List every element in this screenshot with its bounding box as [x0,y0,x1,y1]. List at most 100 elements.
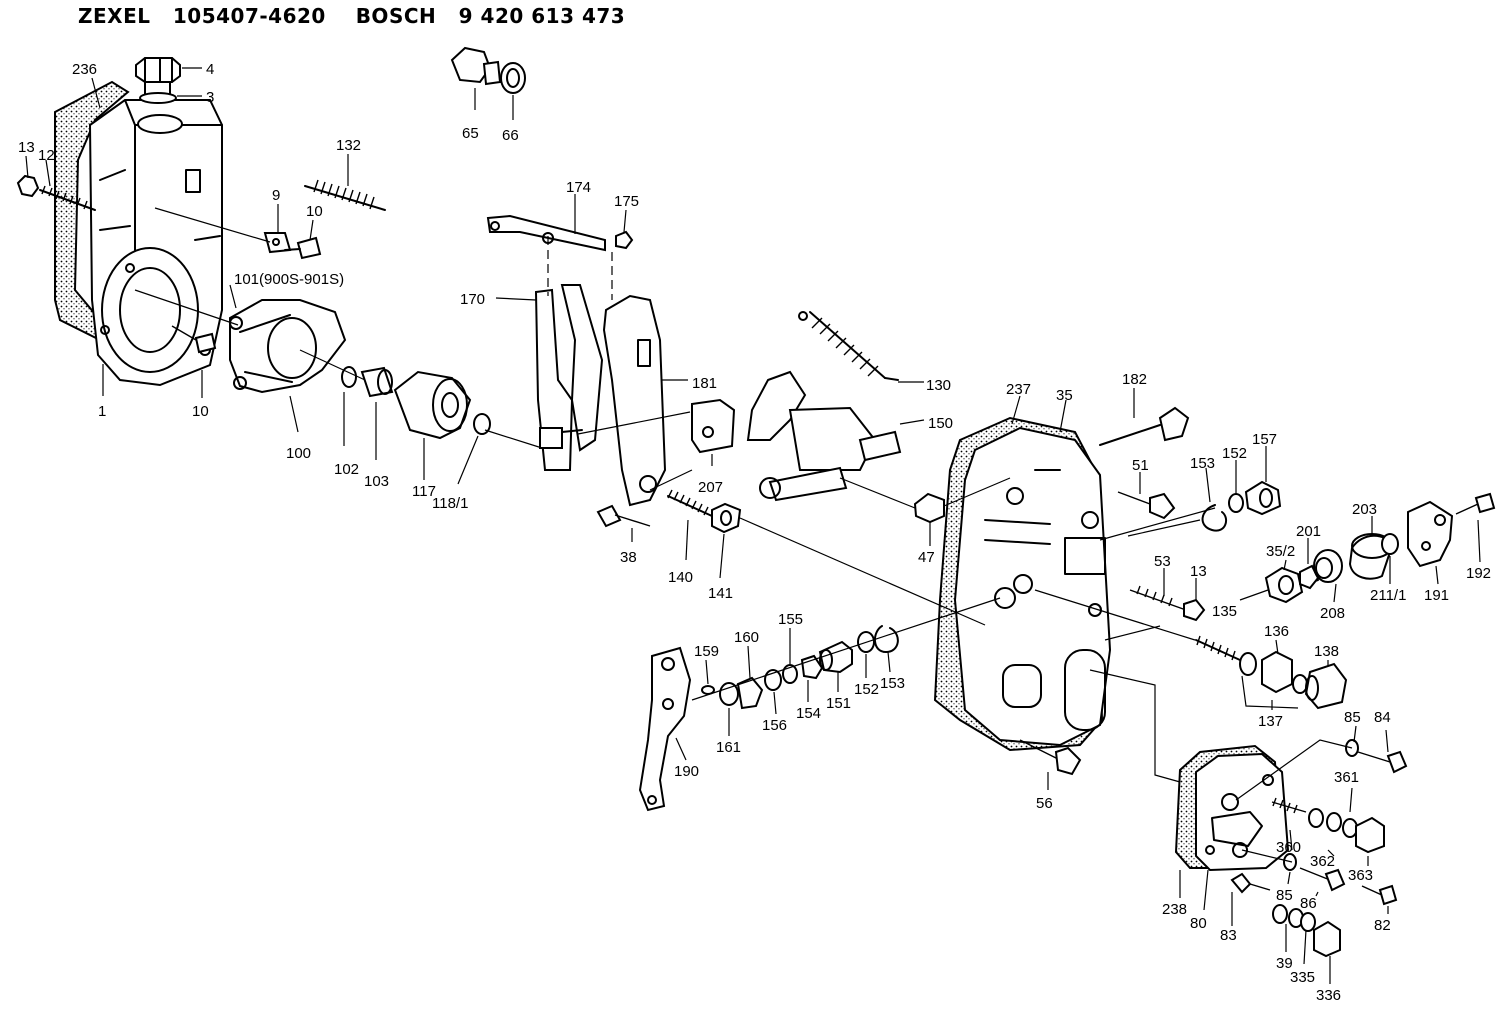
label-10-top: 10 [306,203,323,220]
lever-shaft-150 [746,370,902,502]
label-153-top: 153 [1190,455,1215,472]
label-leaders [25,67,1481,984]
label-236: 236 [72,61,97,78]
label-38: 38 [620,549,637,566]
nut-136 [1239,650,1308,694]
label-363: 363 [1348,867,1373,884]
lever-181 [602,294,667,507]
label-66: 66 [502,127,519,144]
clip-153-top [1201,504,1228,532]
washer-39 [1272,904,1288,924]
label-84: 84 [1374,709,1391,726]
nut-65 [450,46,502,86]
label-160: 160 [734,629,759,646]
washer-3 [139,92,177,104]
washer-66 [500,62,526,94]
label-203: 203 [1352,501,1377,518]
label-13-right: 13 [1190,563,1207,580]
washer-102 [341,366,357,388]
label-80: 80 [1190,915,1207,932]
plug-4 [135,57,181,96]
label-154: 154 [796,705,821,722]
label-137: 137 [1258,713,1283,730]
label-35: 35 [1056,387,1073,404]
bolt-47 [913,477,1011,524]
label-211-1: 211/1 [1370,587,1406,604]
label-53: 53 [1154,553,1171,570]
label-118-1: 118/1 [432,495,468,512]
label-132: 132 [336,137,361,154]
cap-157 [1244,480,1282,516]
label-141: 141 [708,585,733,602]
label-182: 182 [1122,371,1147,388]
bolt-82 [1361,884,1398,906]
label-170: 170 [460,291,485,308]
label-102: 102 [334,461,359,478]
block-207 [691,398,736,454]
label-361: 361 [1334,769,1359,786]
label-56: 56 [1036,795,1053,812]
label-103: 103 [364,473,389,490]
washer-335 [1288,908,1316,932]
label-207: 207 [698,479,723,496]
cap-336 [1313,920,1341,958]
washer-362 [1308,808,1358,838]
bush-160 [736,676,764,710]
label-35-2: 35/2 [1266,543,1295,560]
diagram-header-title: ZEXEL 105407-4620 BOSCH 9 420 613 473 [78,4,626,28]
nut-141 [711,502,742,534]
adjusting-screw-135 [1195,635,1241,661]
label-238: 238 [1162,901,1187,918]
label-336: 336 [1316,987,1341,1004]
ring-152-top [1228,493,1244,513]
label-10-housing: 10 [192,403,209,420]
label-86: 86 [1300,895,1317,912]
label-47: 47 [918,549,935,566]
bolt-56 [1019,739,1082,776]
cover-80 [1195,752,1290,872]
label-135: 135 [1212,603,1237,620]
label-117: 117 [412,483,436,500]
ring-118-1 [473,413,491,435]
label-138: 138 [1314,643,1339,660]
label-360: 360 [1276,839,1301,856]
label-192: 192 [1466,565,1491,582]
label-3: 3 [206,89,214,106]
label-130: 130 [926,377,951,394]
link-174 [486,214,606,252]
nut-201 [1299,564,1320,590]
spring-140 [667,489,713,517]
label-39: 39 [1276,955,1293,972]
label-9: 9 [272,187,280,204]
label-1: 1 [98,403,106,420]
bolt-83 [1230,872,1271,894]
label-174: 174 [566,179,591,196]
bracket-137-outline [1241,675,1299,709]
label-201: 201 [1296,523,1321,540]
bracket-191 [1407,500,1454,568]
label-157: 157 [1252,431,1277,448]
label-83: 83 [1220,927,1237,944]
label-161: 161 [716,739,741,756]
label-152-bottom: 152 [854,681,879,698]
spring-130 [798,311,899,381]
label-237: 237 [1006,381,1031,398]
bolt-86 [1299,867,1346,892]
bolt-38 [596,504,651,528]
label-150: 150 [928,415,953,432]
sleeve-103 [360,366,394,398]
washer-155 [782,664,798,684]
screw-10-top [284,236,322,260]
screw-10-housing [171,325,217,354]
label-85-top: 85 [1344,709,1361,726]
cap-138 [1304,662,1348,710]
screw-192 [1455,492,1496,515]
label-85-bottom: 85 [1276,887,1293,904]
nut-13-right [1183,598,1206,622]
screw-360 [1271,797,1307,814]
nut-13-left [16,174,40,198]
governor-housing-1 [88,99,223,387]
bolt-12 [39,185,96,211]
label-12: 12 [38,147,55,164]
